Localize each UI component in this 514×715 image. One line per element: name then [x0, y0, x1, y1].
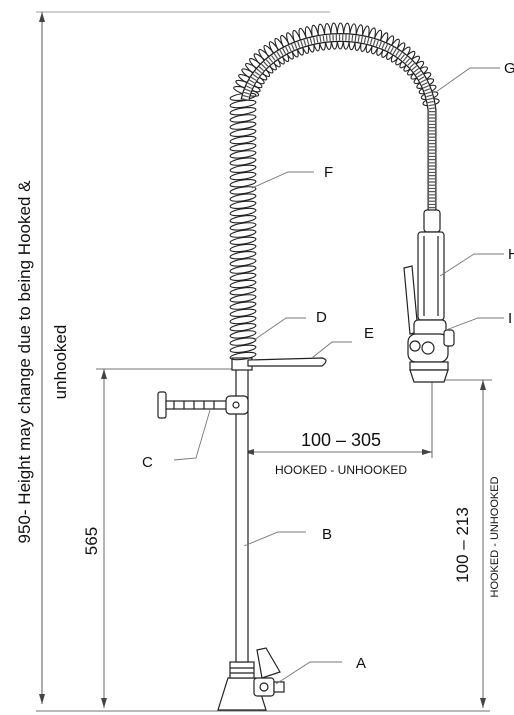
wall-bracket [157, 391, 249, 419]
callout-h: H [508, 246, 514, 263]
spring-loop [229, 150, 257, 159]
spray-height-dimension [440, 379, 492, 708]
spring-loop [229, 236, 257, 245]
spring-loop [229, 308, 257, 317]
spring-loop [229, 186, 257, 195]
overall-height-label: 950- Height may change due to being Hook… [15, 180, 34, 544]
overall-height-dimension [36, 11, 490, 712]
spring-loop [229, 128, 257, 137]
spring-loop [229, 344, 257, 353]
spring-loop [229, 200, 257, 209]
spring-loop [229, 294, 257, 303]
spring-loop [229, 243, 257, 253]
callout-d: D [316, 309, 327, 326]
callout-e: E [364, 325, 374, 342]
column-height-label: 565 [82, 527, 101, 555]
spring-loop [229, 171, 257, 181]
flexible-hose [240, 33, 437, 210]
riser-column [231, 357, 253, 663]
support-arm [247, 357, 327, 367]
spring-loop [229, 157, 257, 166]
overall-height-label-2: unhooked [51, 325, 70, 400]
leader-lines [173, 67, 504, 685]
spring-loop [229, 121, 257, 130]
spring-loop [229, 279, 257, 289]
spring-loop [229, 337, 257, 346]
spray-grip [417, 209, 445, 321]
spring-loop [229, 107, 257, 116]
spring-loop [229, 135, 257, 145]
callout-c: C [142, 454, 153, 471]
spring-loop [229, 99, 257, 109]
spring-loop [229, 330, 257, 339]
spring-loop [229, 229, 257, 238]
spring-loop [229, 164, 257, 173]
reach-value: 100 – 305 [301, 430, 381, 450]
spring-loop [229, 251, 257, 260]
callout-b: B [322, 526, 332, 543]
spring-loop [229, 287, 257, 296]
spring-loop [229, 114, 257, 123]
spring-loop [229, 179, 257, 188]
spring-loop [229, 315, 257, 325]
reach-caption: HOOKED - UNHOOKED [275, 463, 407, 477]
reach-dimension [244, 382, 433, 458]
valve-handle [253, 647, 285, 697]
spray-valve [403, 265, 455, 383]
spring-loop [229, 272, 257, 281]
spring-loop [229, 207, 257, 217]
spring-loop [229, 258, 257, 267]
spring-loop [229, 351, 257, 361]
spring-loop [229, 323, 257, 332]
callout-a: A [356, 655, 366, 672]
spring-loop [229, 265, 257, 274]
spring-loop [229, 193, 257, 202]
spray-height-value: 100 – 213 [453, 507, 472, 583]
spray-height-caption: HOOKED - UNHOOKED [489, 476, 501, 597]
spring-loop [229, 301, 257, 310]
spring-loop [229, 215, 257, 224]
column-height-dimension [96, 368, 240, 708]
callout-f: F [324, 164, 333, 181]
callout-g: G [504, 60, 514, 77]
callout-i: I [508, 310, 512, 327]
spring-loop [229, 222, 257, 231]
spring-loop [229, 143, 257, 152]
